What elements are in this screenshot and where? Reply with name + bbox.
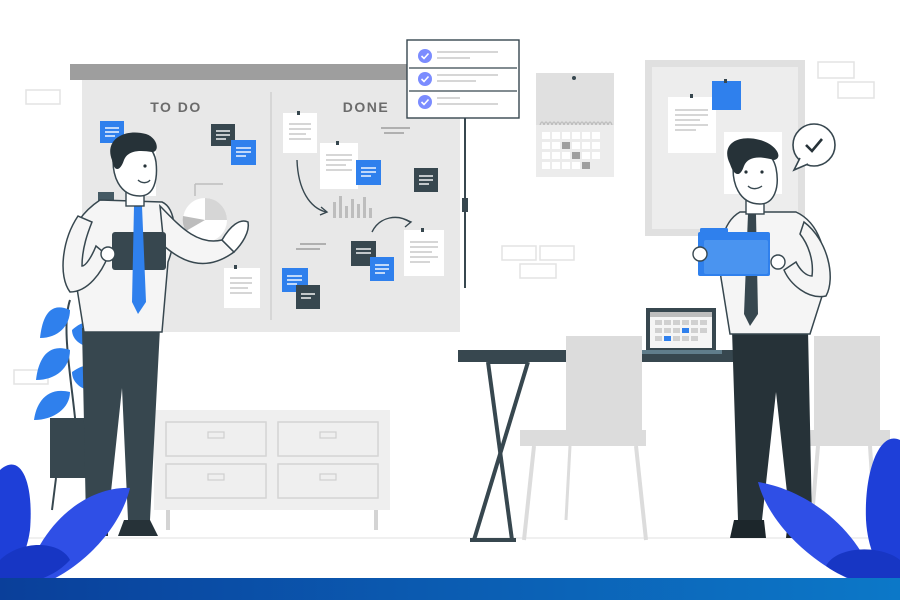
- board-top-rail: [70, 64, 465, 80]
- sticky-note: [296, 285, 320, 309]
- office-chair-left: [520, 336, 648, 541]
- bottom-accent-bar: [0, 578, 900, 600]
- wall-calendar-icon: [536, 73, 614, 177]
- check-circle-icon: [418, 49, 432, 63]
- paper-note: [404, 230, 444, 276]
- foreground-leaves-right: [758, 438, 900, 585]
- pin-board: [645, 60, 805, 236]
- paper-note: [320, 143, 358, 189]
- check-circle-icon: [418, 95, 432, 109]
- paper-note: [283, 113, 317, 153]
- pie-chart-icon: [182, 198, 227, 242]
- done-notes: [282, 111, 444, 309]
- laptop: [640, 308, 722, 354]
- todo-heading: TO DO: [150, 99, 202, 115]
- checkmark-speech-bubble-icon: [792, 123, 836, 172]
- presenter-man: [60, 132, 250, 536]
- office-chair-right: [800, 336, 890, 541]
- check-circle-icon: [418, 72, 432, 86]
- drawer-cabinet: [154, 410, 390, 530]
- bar-chart-icon: [333, 196, 372, 218]
- foreground-leaves-left: [0, 464, 130, 585]
- done-heading: DONE: [343, 99, 389, 115]
- checklist-card: [406, 39, 520, 119]
- background-frames: [13, 61, 875, 385]
- sticky-note: [712, 81, 741, 110]
- colleague-man: [692, 138, 831, 538]
